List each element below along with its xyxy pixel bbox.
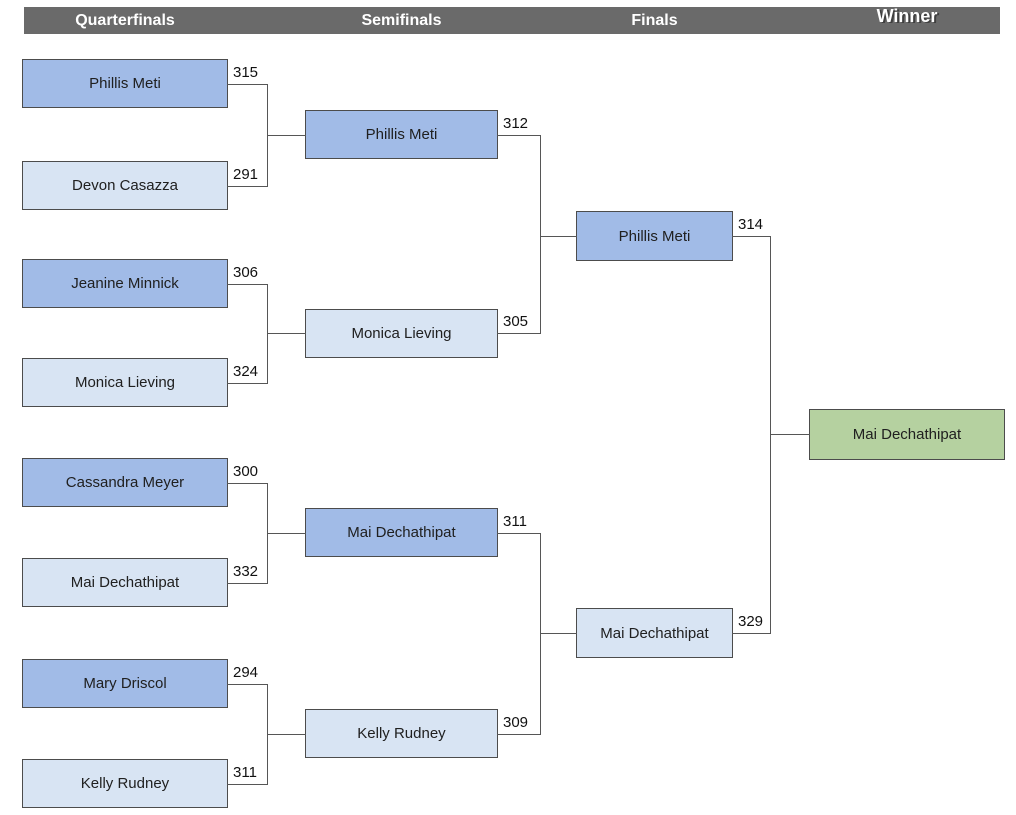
connector-line <box>770 236 771 634</box>
sf2-player2-box: Kelly Rudney <box>305 709 498 758</box>
player-name: Phillis Meti <box>365 126 438 143</box>
player-name: Kelly Rudney <box>80 775 170 792</box>
connector-line <box>227 186 267 187</box>
player-name: Mai Dechathipat <box>852 426 962 443</box>
connector-line <box>267 284 268 384</box>
connector-line <box>227 583 267 584</box>
final-player1-box: Phillis Meti <box>576 211 733 261</box>
qf2-player1-score: 306 <box>233 264 259 281</box>
connector-line <box>497 734 540 735</box>
qf2-player2-box: Monica Lieving <box>22 358 228 407</box>
sf1-player1-score: 312 <box>503 115 529 132</box>
qf2-player2-score: 324 <box>233 363 259 380</box>
sf2-player1-score: 311 <box>503 513 527 530</box>
player-name: Kelly Rudney <box>357 725 446 742</box>
connector-line <box>227 784 267 785</box>
connector-line <box>227 483 267 484</box>
qf3-player1-box: Cassandra Meyer <box>22 458 228 507</box>
column-header-semifinals: Semifinals <box>361 12 442 29</box>
final-player1-score: 314 <box>738 216 764 233</box>
qf1-player2-score: 291 <box>233 166 259 183</box>
player-name: Mai Dechathipat <box>70 574 180 591</box>
connector-line <box>497 333 540 334</box>
connector-line <box>540 236 577 237</box>
connector-line <box>267 533 306 534</box>
connector-line <box>540 533 541 735</box>
player-name: Mary Driscol <box>83 675 167 692</box>
player-name: Devon Casazza <box>72 177 178 194</box>
winner-box: Mai Dechathipat <box>809 409 1005 460</box>
player-name: Jeanine Minnick <box>71 275 179 292</box>
connector-line <box>497 135 540 136</box>
connector-line <box>497 533 540 534</box>
connector-line <box>227 684 267 685</box>
connector-line <box>227 84 267 85</box>
sf2-player2-score: 309 <box>503 714 529 731</box>
qf1-player2-box: Devon Casazza <box>22 161 228 210</box>
column-header-quarterfinals: Quarterfinals <box>75 12 175 29</box>
qf1-player1-score: 315 <box>233 64 259 81</box>
sf2-player1-box: Mai Dechathipat <box>305 508 498 557</box>
connector-line <box>770 434 810 435</box>
final-player2-score: 329 <box>738 613 764 630</box>
column-header-finals: Finals <box>631 12 678 29</box>
column-header-winner: Winner <box>876 6 938 26</box>
qf2-player1-box: Jeanine Minnick <box>22 259 228 308</box>
connector-line <box>732 633 770 634</box>
qf4-player1-score: 294 <box>233 664 259 681</box>
player-name: Monica Lieving <box>351 325 452 342</box>
qf3-player2-score: 332 <box>233 563 259 580</box>
sf1-player2-score: 305 <box>503 313 529 330</box>
player-name: Mai Dechathipat <box>600 624 709 642</box>
qf1-player1-box: Phillis Meti <box>22 59 228 108</box>
connector-line <box>540 633 577 634</box>
connector-line <box>267 333 306 334</box>
qf4-player1-box: Mary Driscol <box>22 659 228 708</box>
sf1-player1-box: Phillis Meti <box>305 110 498 159</box>
connector-line <box>227 383 267 384</box>
player-name: Mai Dechathipat <box>347 524 456 541</box>
connector-line <box>732 236 770 237</box>
connector-line <box>267 135 306 136</box>
column-header-bar <box>24 7 1000 34</box>
connector-line <box>540 135 541 334</box>
qf3-player1-score: 300 <box>233 463 259 480</box>
sf1-player2-box: Monica Lieving <box>305 309 498 358</box>
player-name: Phillis Meti <box>618 227 691 245</box>
qf4-player2-score: 311 <box>233 764 257 781</box>
qf3-player2-box: Mai Dechathipat <box>22 558 228 607</box>
final-player2-box: Mai Dechathipat <box>576 608 733 658</box>
connector-line <box>267 734 306 735</box>
player-name: Cassandra Meyer <box>65 474 185 491</box>
connector-line <box>227 284 267 285</box>
player-name: Monica Lieving <box>74 374 176 391</box>
qf4-player2-box: Kelly Rudney <box>22 759 228 808</box>
player-name: Phillis Meti <box>89 75 161 92</box>
